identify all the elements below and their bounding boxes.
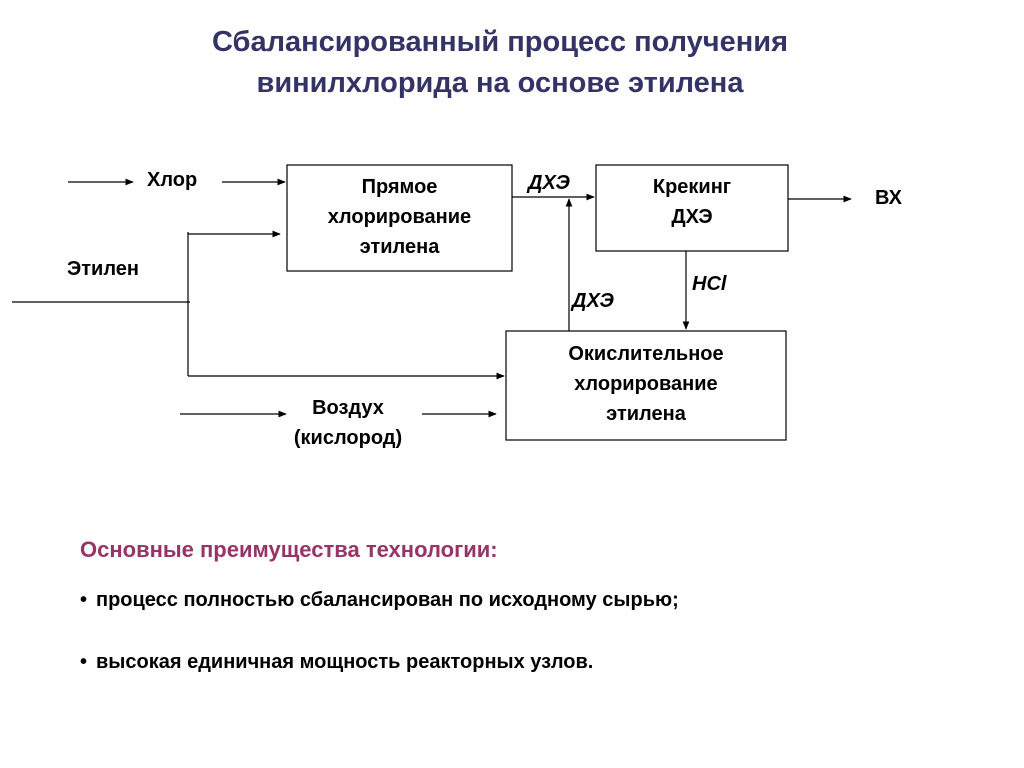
chlorine-label: Хлор	[147, 169, 198, 191]
box-direct-line-2: хлорирование	[327, 206, 472, 228]
hcl-label: HCl	[692, 273, 727, 295]
box-oxy-line-2: хлорирование	[574, 373, 718, 395]
box-oxy-line-3: этилена	[606, 403, 686, 425]
dce-mid-label: ДХЭ	[572, 290, 614, 312]
box-direct-chlorination	[286, 164, 513, 272]
bullet-marker: •	[80, 589, 88, 611]
box-direct-line-3: этилена	[359, 236, 440, 258]
box-cracking-line-1: Крекинг	[652, 176, 732, 198]
advantage-item-2: • высокая единичная мощность реакторных у…	[80, 651, 593, 674]
box-oxy-line-1: Окислительное	[568, 343, 724, 365]
page-title: Сбалансированный процесс получения винил…	[0, 22, 1000, 104]
box-direct-text: Прямое хлорирование этилена	[287, 172, 512, 262]
box-oxy-text: Окислительное хлорирование этилена	[506, 339, 786, 429]
air-label-line-1: Воздух	[312, 397, 384, 419]
title-line-1: Сбалансированный процесс получения	[211, 26, 789, 58]
title-line-2: винилхлорида на основе этилена	[256, 67, 744, 99]
box-direct-line-1: Прямое	[361, 176, 438, 198]
box-cracking-text: Крекинг ДХЭ	[596, 172, 788, 232]
advantage-text-1: процесс полностью сбалансирован по исход…	[96, 589, 679, 611]
box-cracking-line-2: ДХЭ	[671, 206, 713, 228]
dce-top-label: ДХЭ	[528, 172, 570, 194]
box-oxychlorination	[505, 330, 787, 441]
advantage-item-1: • процесс полностью сбалансирован по исхо…	[80, 589, 679, 612]
vc-label: ВХ	[875, 187, 903, 209]
box-dce-cracking	[595, 164, 789, 252]
advantages-heading: Основные преимущества технологии:	[80, 537, 498, 562]
advantage-text-2: высокая единичная мощность реакторных уз…	[96, 651, 594, 673]
ethylene-label: Этилен	[67, 258, 139, 280]
bullet-marker: •	[80, 651, 88, 673]
air-label: Воздух (кислород)	[258, 393, 438, 453]
air-label-line-2: (кислород)	[293, 427, 403, 449]
